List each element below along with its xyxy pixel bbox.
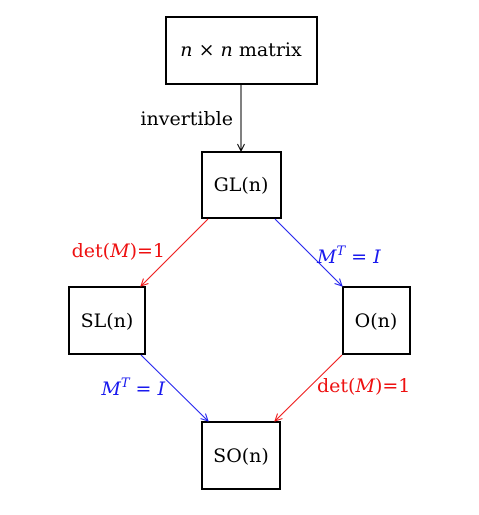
- node-sl: SL(n): [68, 286, 146, 355]
- node-matrix: n × n matrix: [165, 16, 318, 85]
- node-matrix-label: n × n matrix: [180, 39, 302, 61]
- node-gl-label: GL(n): [214, 174, 269, 196]
- edge-label-mtm-gl-o: MT = I: [316, 244, 381, 268]
- node-gl: GL(n): [201, 151, 282, 219]
- node-o-label: O(n): [355, 310, 398, 332]
- edge-o-to-so: [274, 354, 343, 422]
- edge-gl-to-sl: [140, 218, 209, 287]
- node-so-label: SO(n): [213, 445, 269, 467]
- edge-label-det-o-so: det(M)=1: [317, 375, 410, 397]
- edge-sl-to-so: [140, 354, 209, 422]
- edge-label-det-gl-sl: det(M)=1: [72, 240, 165, 262]
- node-sl-label: SL(n): [81, 310, 134, 332]
- node-so: SO(n): [201, 421, 281, 490]
- edge-gl-to-o: [274, 218, 343, 287]
- node-o: O(n): [342, 286, 411, 355]
- edge-label-mtm-sl-so: MT = I: [100, 376, 165, 400]
- edge-label-invertible: invertible: [140, 108, 233, 130]
